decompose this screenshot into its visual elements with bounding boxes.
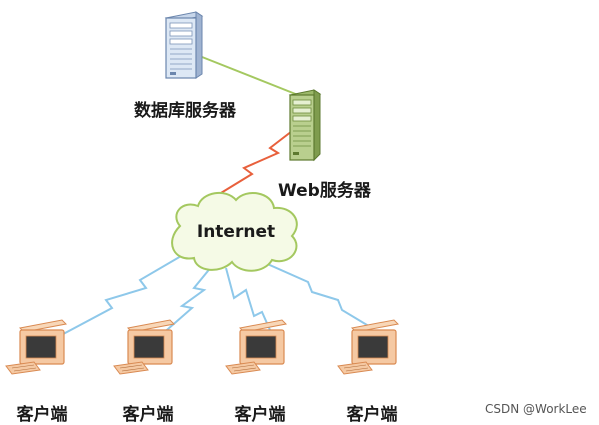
client-label-3: 客户端: [234, 405, 286, 425]
client-computer-icon-4: [337, 319, 400, 375]
internet-label: Internet: [196, 222, 276, 242]
client-link-4: [253, 257, 373, 329]
internet-cloud-icon: [171, 191, 298, 272]
client-link-3: [225, 267, 271, 331]
db-web-link: [196, 54, 299, 96]
client-label-2: 客户端: [122, 405, 174, 425]
client-link-1: [51, 251, 189, 341]
client-link-2: [159, 265, 213, 337]
database-server-icon: [164, 11, 204, 79]
watermark: CSDN @WorkLee: [485, 402, 587, 416]
client-label-4: 客户端: [346, 405, 398, 425]
web-server-icon: [288, 89, 322, 162]
client-computer-icon-2: [113, 319, 176, 375]
client-computer-icon-3: [225, 319, 288, 375]
database-server-label: 数据库服务器: [134, 101, 236, 121]
client-computer-icon-1: [5, 319, 68, 375]
web-internet-link: [215, 127, 297, 197]
client-label-1: 客户端: [16, 405, 68, 425]
web-server-label: Web服务器: [278, 181, 371, 201]
